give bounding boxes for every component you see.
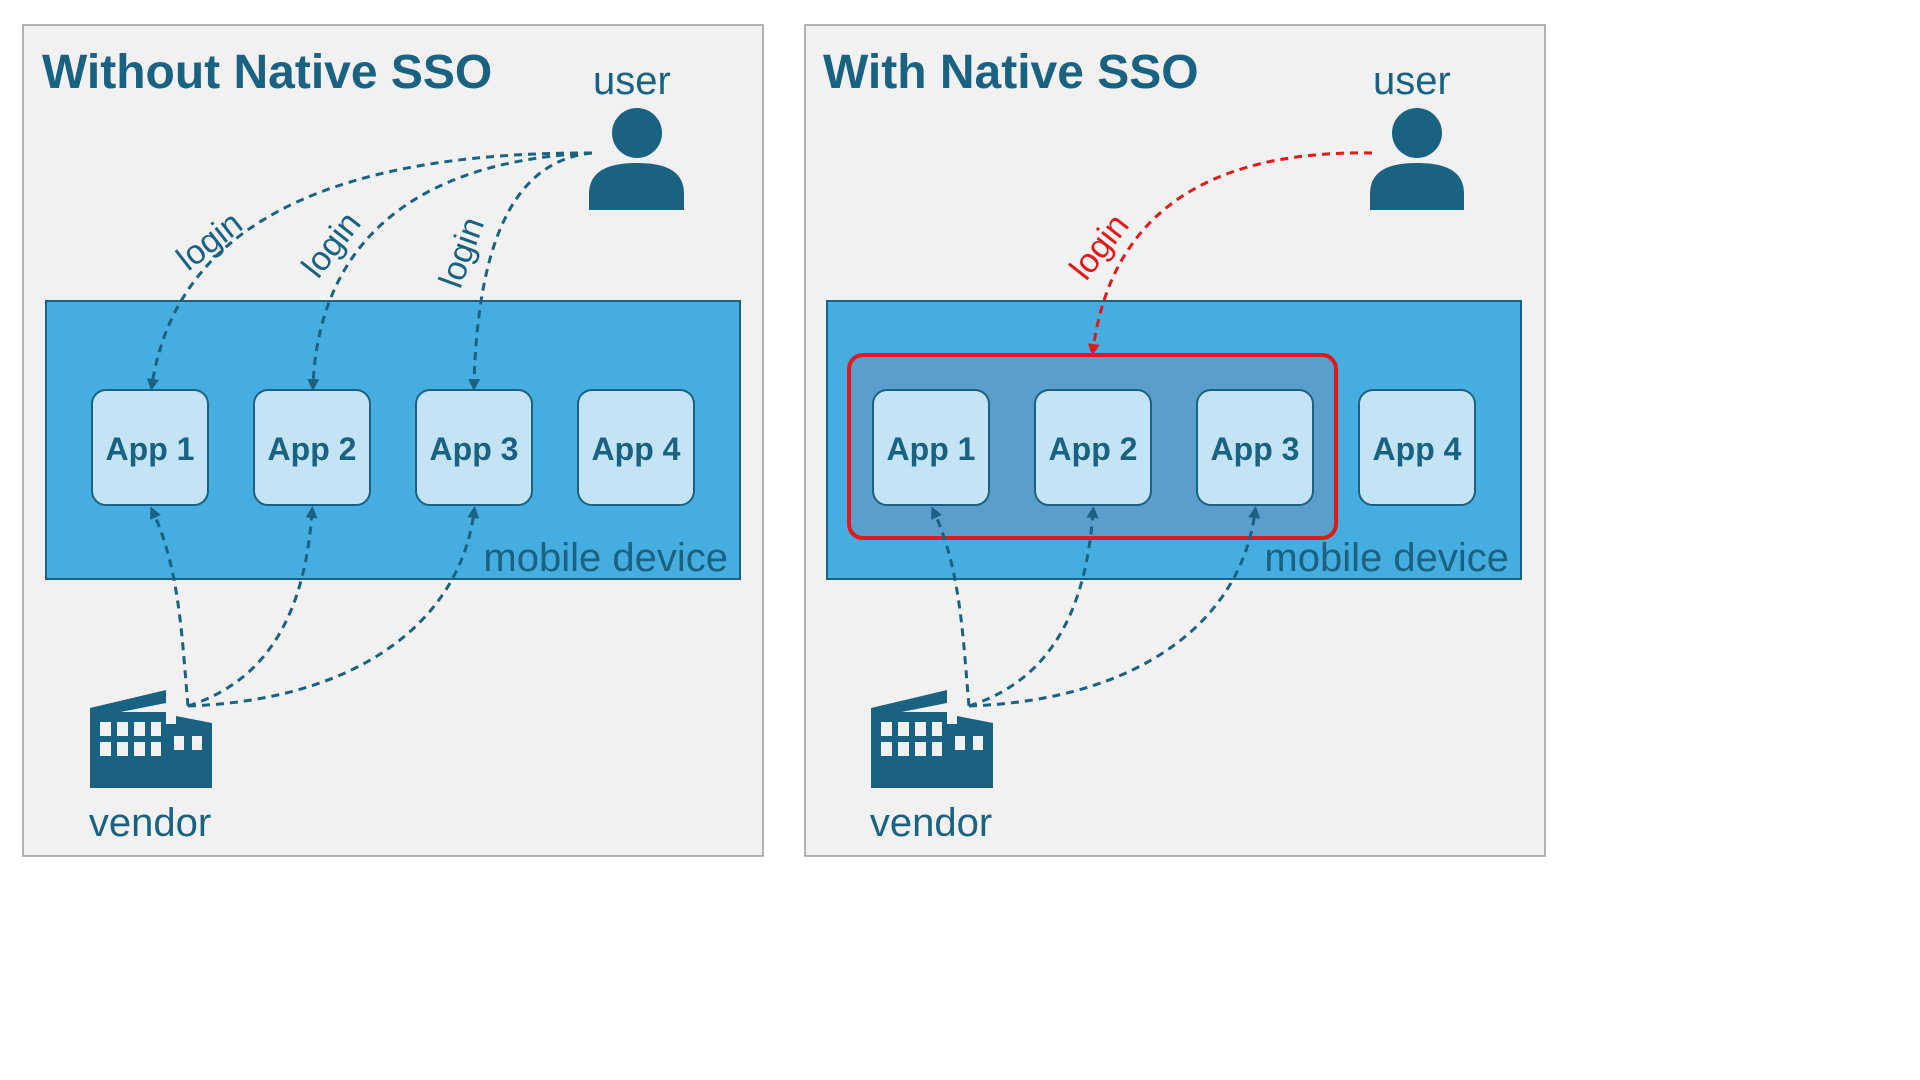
vendor-arrow [150,506,190,707]
app-label: App 1 [106,431,195,467]
app-tile: App 4 [1358,389,1476,506]
app-label: App 2 [1049,431,1138,467]
panel-title: With Native SSO [823,46,1199,99]
app-tile: App 1 [872,389,990,506]
app-label: App 4 [592,431,681,467]
app-label: App 4 [1373,431,1462,467]
app-tile: App 1 [91,389,209,506]
app-label: App 3 [1211,431,1300,467]
panel-without-sso: Without Native SSO user mobile device Ap… [22,24,764,857]
app-label: App 2 [268,431,357,467]
building-icon [90,690,212,788]
user-label: user [593,59,671,103]
app-tile: App 2 [1034,389,1152,506]
native-sso-comparison-diagram: Without Native SSO user mobile device Ap… [22,24,1546,857]
user-icon [1370,108,1464,210]
app-tile: App 2 [253,389,371,506]
vendor-arrow [968,506,1099,708]
panel-title: Without Native SSO [42,46,492,99]
login-arrow [468,151,593,391]
app-label: App 3 [430,431,519,467]
app-label: App 1 [887,431,976,467]
vendor-label: vendor [870,801,992,845]
login-arrow [307,151,593,391]
vendor-arrow [968,506,1261,708]
mobile-device-label: mobile device [483,536,728,580]
mobile-device-label: mobile device [1264,536,1509,580]
panel-with-sso: With Native SSO user mobile device App 1… [804,24,1546,857]
vendor-arrow [187,506,318,708]
vendor-label: vendor [89,801,211,845]
building-icon [871,690,993,788]
app-tile: App 4 [577,389,695,506]
login-arrow [146,151,593,391]
app-tile: App 3 [1196,389,1314,506]
app-tile: App 3 [415,389,533,506]
vendor-arrow [187,506,480,708]
vendor-arrow [931,506,971,707]
user-icon [589,108,684,210]
user-label: user [1373,59,1451,103]
